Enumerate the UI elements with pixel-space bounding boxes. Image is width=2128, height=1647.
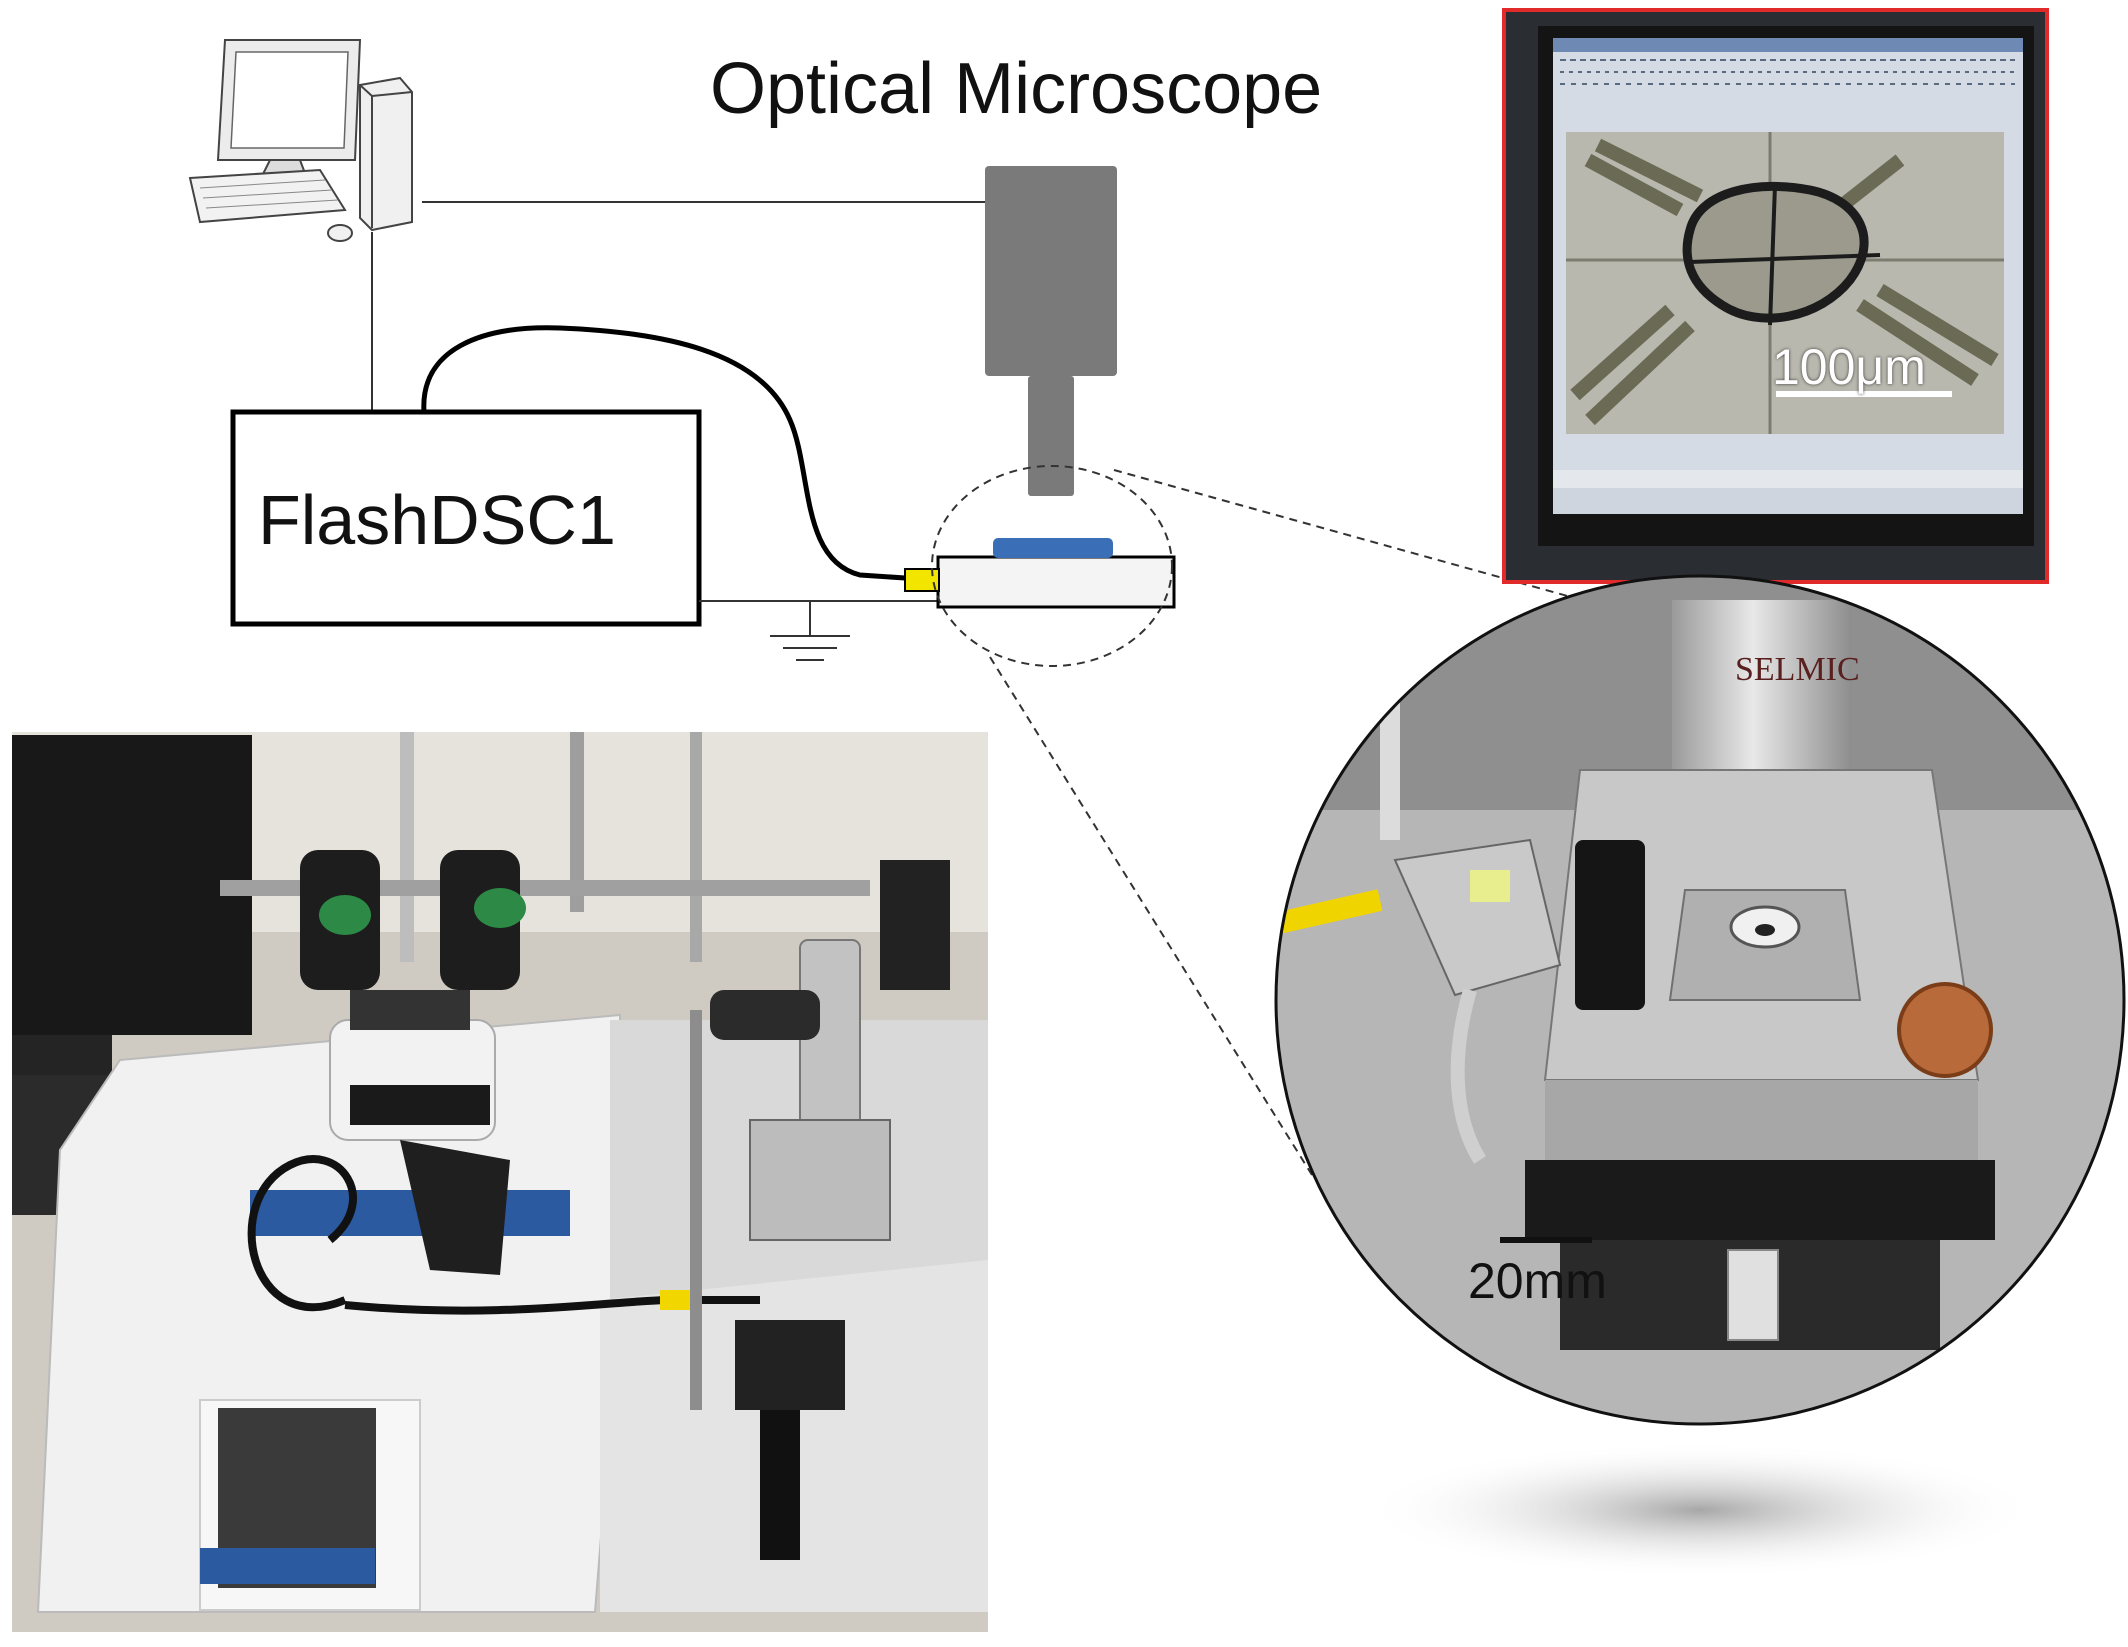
- lab-setup-photo: [12, 732, 988, 1632]
- svg-text:SELMIC: SELMIC: [1735, 651, 1860, 688]
- microscope-label: Optical Microscope: [710, 49, 1323, 129]
- screen-scale-label: 100μm: [1772, 339, 1926, 395]
- flashdsc-label: FlashDSC1: [258, 481, 616, 559]
- microscope-body-icon: [985, 166, 1117, 496]
- sensor-cable: [421, 325, 906, 581]
- stage-scale-label: 20mm: [1468, 1253, 1607, 1309]
- stage-photo: SELMIC: [1276, 576, 2124, 1424]
- zoom-line-lower: [989, 656, 1313, 1176]
- zoom-region-ellipse: [931, 465, 1173, 667]
- desktop-computer-icon: [188, 39, 413, 242]
- monitor-photo: [1502, 8, 2049, 584]
- sensor-chip-icon: [904, 538, 1176, 609]
- flashdsc-box: [230, 409, 702, 627]
- stage-photo-border: [1274, 574, 2126, 1426]
- stage-shadow: [1360, 1442, 2040, 1578]
- ground-symbol-icon: [770, 601, 850, 661]
